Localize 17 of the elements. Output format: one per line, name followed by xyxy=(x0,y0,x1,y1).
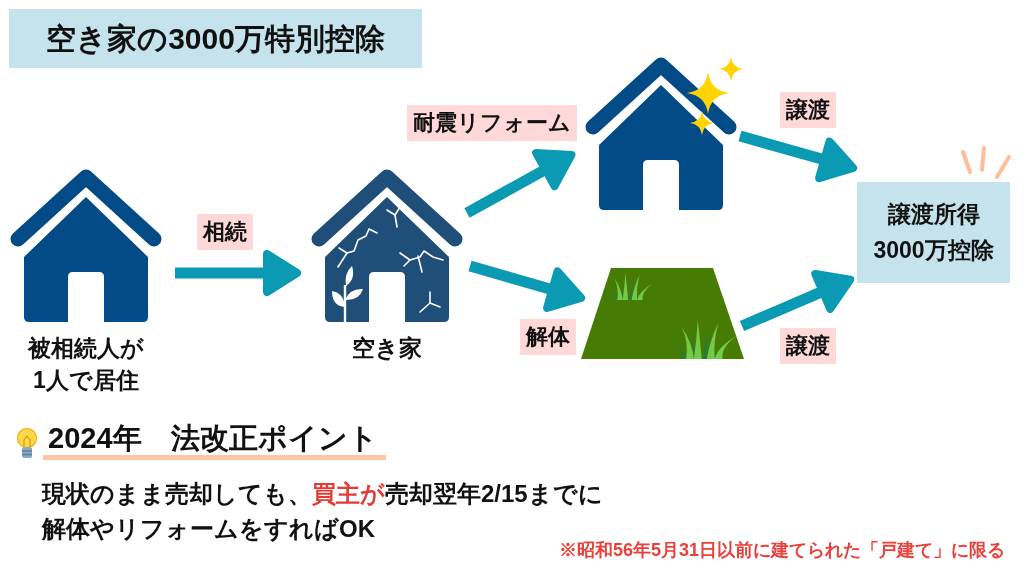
arrow xyxy=(175,250,301,296)
note-text: 現状のまま売却しても、買主が売却翌年2/15までに解体やリフォームをすればOK xyxy=(42,479,603,542)
edge-label: 耐震リフォーム xyxy=(407,105,577,141)
section-heading: 2024年 法改正ポイント xyxy=(43,422,386,460)
node-label: 被相続人が1人で居住 xyxy=(26,334,145,395)
edge-label: 解体 xyxy=(520,319,576,355)
footnote: ※昭和56年5月31日以前に建てられた「戸建て」に限る xyxy=(558,539,1005,562)
edge-label: 譲渡 xyxy=(780,92,836,128)
arrow xyxy=(464,148,578,218)
arrow xyxy=(738,130,859,183)
title-banner: 空き家の3000万特別控除 xyxy=(9,9,422,68)
arrow xyxy=(739,269,857,332)
text-box: 譲渡所得3000万控除 xyxy=(857,182,1010,283)
edge-label: 相続 xyxy=(197,214,253,250)
node-label: 空き家 xyxy=(351,334,423,363)
edge-label: 譲渡 xyxy=(780,328,836,364)
arrow xyxy=(468,260,587,312)
